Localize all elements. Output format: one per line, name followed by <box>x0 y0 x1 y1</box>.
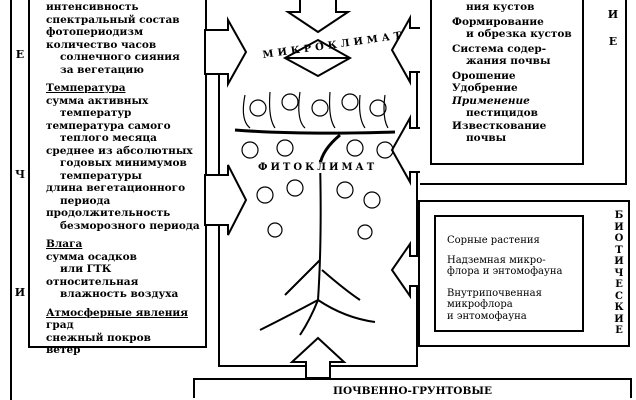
factor-item: Применение <box>452 94 530 107</box>
factor-item: флора и энтомофауна <box>447 266 563 277</box>
factor-item: ветер <box>46 344 81 356</box>
factor-item: жания почвы <box>466 55 551 67</box>
factor-item: и энтомофауна <box>447 310 527 322</box>
factor-item: длина вегетационного <box>46 182 186 194</box>
agrotechnical-factors-list: ния кустов Формирование и обрезка кустов… <box>452 1 572 145</box>
biotic-factors-box <box>434 215 584 332</box>
factor-item: периода <box>60 194 111 207</box>
factor-item: Известкование <box>452 119 547 132</box>
agrotechnical-factors-box <box>430 0 584 165</box>
factor-item: температура самого <box>46 119 171 132</box>
factor-item: относительная <box>46 275 139 288</box>
factor-item: сумма осадков <box>46 250 137 263</box>
factor-item: сумма активных <box>46 94 149 107</box>
moisture-heading: Влага <box>46 238 83 250</box>
factor-item: температуры <box>60 169 142 182</box>
factor-item: спектральный состав <box>46 13 180 26</box>
climatic-side-letter: И <box>14 286 26 299</box>
arrow-right-icon <box>204 164 248 236</box>
factor-item: ния кустов <box>466 1 535 13</box>
factor-item: или ГТК <box>60 263 112 275</box>
climatic-side-letter: Е <box>15 48 25 61</box>
agrotechnical-side-letter: И <box>607 8 619 21</box>
factor-item: фотопериодизм <box>46 26 144 38</box>
factor-item: почвы <box>466 132 507 144</box>
factor-item: град <box>46 319 74 331</box>
factor-item: Удобрение <box>452 82 518 94</box>
factor-item: количество часов <box>46 38 157 51</box>
arrow-down-icon <box>284 0 352 34</box>
factor-item: Орошение <box>452 69 516 82</box>
biotic-factors-list: Сорные растения Надземная микро- флора и… <box>447 235 563 322</box>
temperature-heading: Температура <box>46 82 126 94</box>
climatic-side-letter: Ч <box>14 168 26 181</box>
factor-item: Формирование <box>452 15 544 28</box>
factor-item: влажность воздуха <box>60 288 179 300</box>
factor-item: Внутрипочвенная <box>447 287 542 299</box>
climatic-factors-list: интенсивность спектральный состав фотопе… <box>46 1 200 357</box>
factor-item: интенсивность <box>46 1 139 13</box>
factor-item: среднее из абсолютных <box>46 144 193 157</box>
factor-item: солнечного сияния <box>60 51 180 63</box>
factor-item: Надземная микро- <box>447 254 546 266</box>
factor-item: пестицидов <box>466 107 538 119</box>
tree-icon <box>234 91 396 336</box>
climatic-factors-box <box>28 0 207 348</box>
arrow-up-icon <box>289 336 347 379</box>
factor-item: продолжительность <box>46 207 171 219</box>
atmospheric-heading: Атмосферные явления <box>46 306 188 319</box>
biotic-label: БИОТИЧЕСКИЕ <box>614 210 624 336</box>
agrotechnical-side-letter: Е <box>608 35 618 48</box>
factor-item: и обрезка кустов <box>466 28 572 40</box>
factor-item: Система содер- <box>452 42 547 55</box>
factor-item: безморозного периода <box>60 219 200 232</box>
soil-factors-box <box>193 378 632 398</box>
soil-label: ПОЧВЕННО-ГРУНТОВЫЕ <box>333 385 492 397</box>
factor-item: годовых минимумов <box>60 157 187 169</box>
factor-item: микрофлора <box>447 299 513 310</box>
diamond-icon <box>282 38 353 78</box>
factor-item: за вегетацию <box>60 63 144 76</box>
factor-item: теплого месяца <box>60 132 157 144</box>
phytoclimate-label: ФИТОКЛИМАТ <box>258 162 378 173</box>
factor-item: снежный покров <box>46 331 151 344</box>
factor-item: температур <box>60 107 132 119</box>
arrow-right-icon <box>204 16 248 88</box>
factor-item: Сорные растения <box>447 235 540 246</box>
